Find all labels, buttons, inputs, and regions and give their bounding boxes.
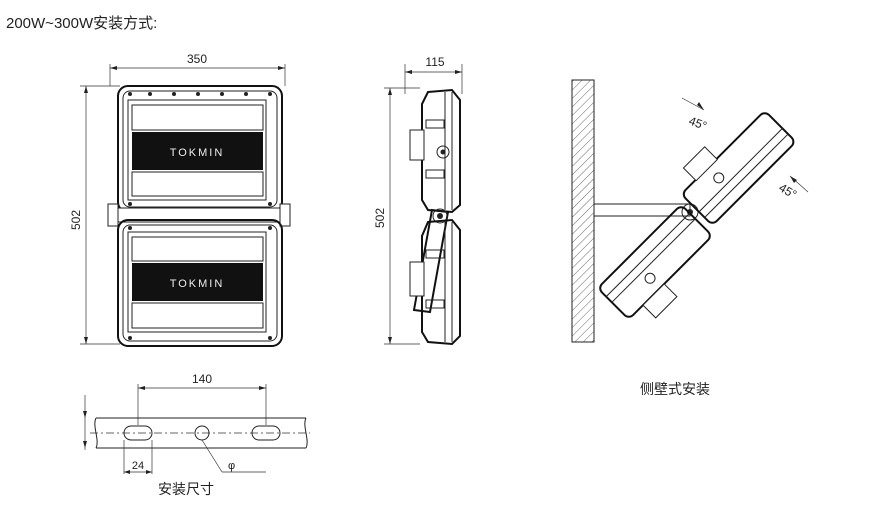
logo-upper: TOKMIN [170, 147, 225, 159]
side-width-dim: 115 [425, 55, 444, 69]
bracket-caption: 安装尺寸 [158, 481, 214, 497]
wall-mount-view: 45° 45° 侧壁式安装 [571, 79, 809, 397]
angle-top-label: 45° [687, 114, 709, 133]
slot-dim: 24 [132, 460, 144, 472]
hole-dim: φ [228, 460, 235, 472]
front-width-dim: 350 [187, 52, 207, 66]
wall-mount-caption: 侧壁式安装 [640, 381, 710, 397]
front-view: 350 502 TOKMIN TOKMIN [69, 52, 291, 347]
bracket-detail: 140 24 φ 安装尺寸 [83, 372, 310, 497]
spacing-dim: 140 [192, 372, 212, 386]
side-height-dim: 502 [373, 208, 387, 228]
logo-lower: TOKMIN [170, 278, 225, 290]
side-view: 115 502 [373, 55, 463, 346]
angle-right-label: 45° [777, 180, 800, 201]
front-height-dim: 502 [69, 210, 83, 230]
page-title: 200W~300W安装方式: [6, 15, 157, 32]
